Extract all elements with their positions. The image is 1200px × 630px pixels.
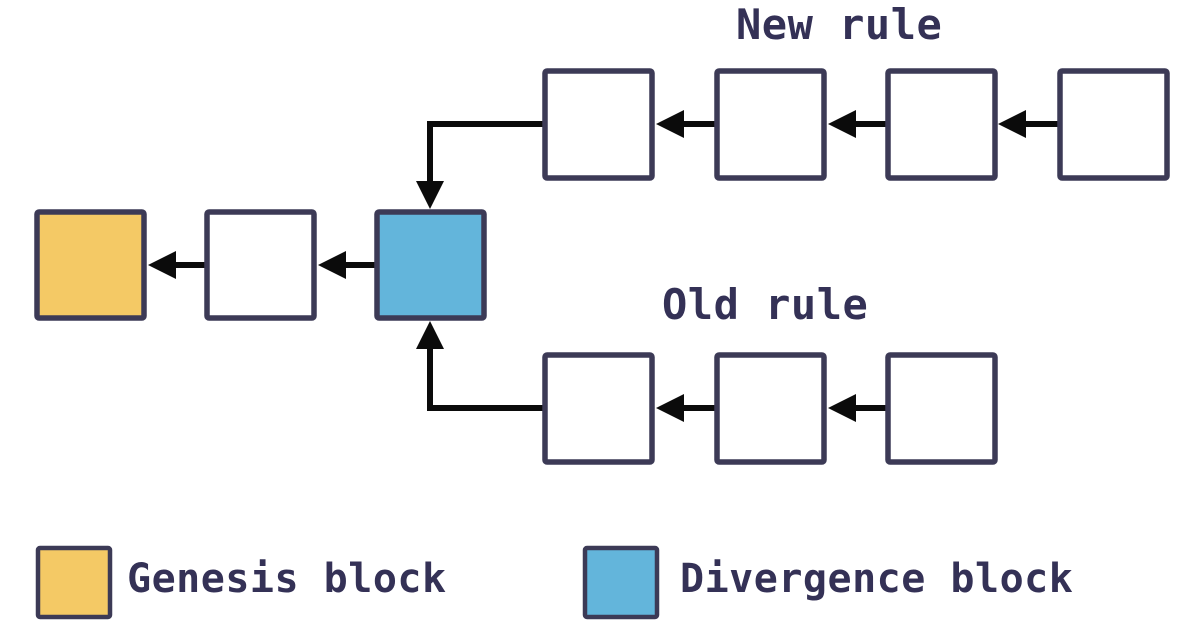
old-rule-block-2: [714, 352, 827, 465]
new-rule-block-2: [714, 68, 827, 181]
new-rule-block-3: [885, 68, 998, 181]
old-rule-label: Old rule: [662, 280, 869, 329]
legend-genesis-label: Genesis block: [127, 556, 447, 602]
arrowhead-left-icon: [656, 394, 684, 422]
arrow-lines: [173, 121, 1060, 411]
legend-genesis-swatch: [35, 545, 113, 620]
arrowhead-down-icon: [416, 181, 444, 209]
arrowhead-left-icon: [828, 110, 856, 138]
arrowhead-left-icon: [148, 251, 176, 279]
new-rule-label: New rule: [736, 0, 943, 49]
legend-divergence-swatch: [582, 545, 660, 620]
connector-oldrule-to-divergence: [427, 346, 545, 411]
arrow-heads: [148, 110, 1026, 422]
arrowhead-left-icon: [656, 110, 684, 138]
new-rule-block-1: [542, 68, 655, 181]
new-rule-block-4: [1057, 68, 1170, 181]
arrowhead-left-icon: [828, 394, 856, 422]
legend-divergence-label: Divergence block: [680, 556, 1074, 602]
old-rule-block-1: [542, 352, 655, 465]
connector-newrule-to-divergence: [427, 121, 545, 184]
arrowhead-left-icon: [998, 110, 1026, 138]
genesis-block: [34, 209, 147, 321]
old-rule-block-3: [885, 352, 998, 465]
arrowhead-left-icon: [318, 251, 346, 279]
main-chain-block: [204, 209, 317, 321]
arrowhead-up-icon: [416, 321, 444, 349]
blocks: [34, 68, 1170, 620]
divergence-block: [374, 209, 487, 321]
